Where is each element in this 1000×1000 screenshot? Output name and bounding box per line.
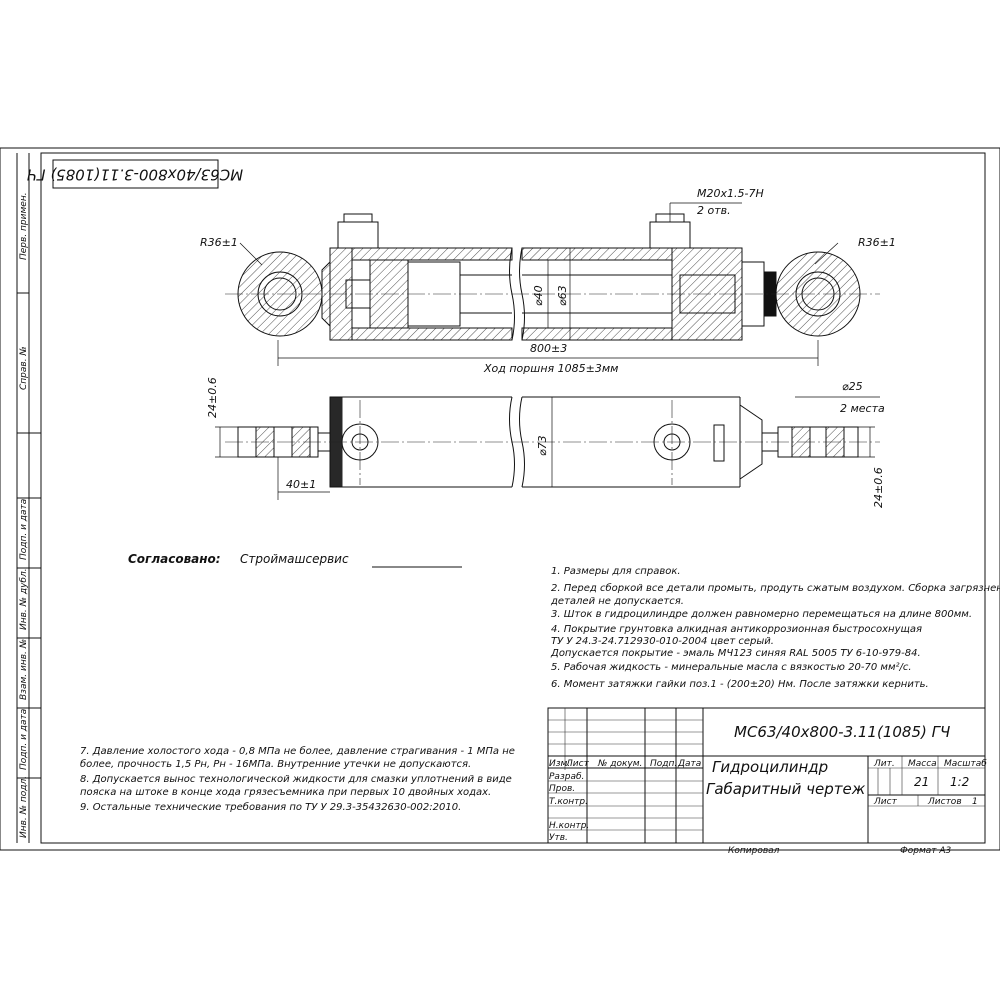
copied-label: Копировал [728, 846, 780, 856]
title-line-1: Гидроцилиндр [712, 758, 828, 776]
side-stamp-label: Подп. и дата [19, 709, 29, 770]
tb-col-header: Подп. [650, 759, 677, 769]
tb-meta-header: Лит. [873, 759, 895, 769]
title-block-code: МС63/40х800-3.11(1085) ГЧ [734, 723, 950, 741]
scale-value: 1:2 [950, 775, 969, 789]
agreement-label: Согласовано: [128, 552, 221, 566]
note-line: ТУ У 24.3-24.712930-010-2004 цвет серый. [551, 636, 774, 647]
dim-eye-width-left: 24±0.6 [206, 377, 219, 418]
note-line: Допускается покрытие - эмаль МЧ123 синяя… [550, 648, 921, 659]
note-line: 4. Покрытие грунтовка алкидная антикорро… [551, 623, 922, 635]
dim-pin-diameter: ⌀25 [842, 380, 863, 393]
agreement-company: Строймашсервис [240, 552, 349, 566]
side-stamp: Перв. примен. Справ. № Подп. и дата Инв.… [16, 153, 41, 843]
format-label: Формат А3 [900, 846, 952, 856]
note-line: деталей не допускается. [550, 596, 684, 607]
note-line: 7. Давление холостого хода - 0,8 МПа не … [80, 745, 515, 757]
tb-row-label: Н.контр. [549, 821, 589, 831]
tb-row-label: Разраб. [549, 772, 584, 782]
dim-length: 800±3 [530, 342, 567, 355]
section-dimensions: R36±1 R36±1 М20х1.5-7Н 2 отв. ⌀40 ⌀63 80… [200, 187, 896, 375]
side-stamp-label: Перв. примен. [19, 192, 29, 260]
dim-eye-width-right: 24±0.6 [872, 467, 885, 508]
sheet-total: 1 [972, 797, 978, 807]
note-line: пояска на штоке в конце хода грязесъемни… [80, 787, 491, 798]
side-stamp-label: Инв. № дубл. [19, 568, 29, 630]
side-stamp-label: Справ. № [19, 346, 29, 390]
dim-bore-diameter: ⌀63 [556, 285, 569, 306]
cylinder-exterior-view [225, 396, 880, 488]
tb-meta-header: Масса [908, 759, 937, 769]
title-block: МС63/40х800-3.11(1085) ГЧ Изм. Лист № до… [547, 707, 987, 844]
dim-port-thread: М20х1.5-7Н [697, 187, 764, 200]
note-line: 8. Допускается вынос технологической жид… [80, 774, 512, 785]
tb-col-header: № докум. [597, 759, 642, 769]
side-stamp-label: Подп. и дата [19, 499, 29, 560]
code-box-rotated [52, 159, 219, 189]
note-line: 1. Размеры для справок. [551, 566, 681, 577]
tb-col-header: Дата [677, 759, 701, 769]
dim-offset: 40±1 [286, 478, 316, 491]
dim-radius-left: R36±1 [200, 236, 238, 249]
note-line: 2. Перед сборкой все детали промыть, про… [551, 582, 1000, 594]
note-line: более, прочность 1,5 Рн, Рн - 16МПа. Вну… [80, 758, 471, 770]
dim-port-count: 2 отв. [697, 204, 731, 217]
outer-frame [0, 147, 1000, 851]
technical-notes-lower: 7. Давление холостого хода - 0,8 МПа не … [80, 745, 515, 813]
dim-stroke: Ход поршня 1085±3мм [483, 362, 618, 375]
tb-row-label: Т.контр. [549, 797, 588, 807]
dim-pin-places: 2 места [840, 402, 885, 415]
title-line-2: Габаритный чертеж [706, 780, 866, 798]
note-line: 3. Шток в гидроцилиндре должен равномерн… [551, 609, 972, 620]
dim-rod-diameter: ⌀40 [532, 285, 545, 306]
note-line: 6. Момент затяжки гайки поз.1 - (200±20)… [551, 679, 929, 690]
technical-notes: 1. Размеры для справок. 2. Перед сборкой… [550, 566, 1000, 690]
dim-radius-right: R36±1 [858, 236, 896, 249]
side-stamp-label: Инв. № подл. [19, 776, 29, 838]
tb-meta-header: Масштаб [944, 759, 987, 769]
note-line: 9. Остальные технические требования по Т… [80, 801, 461, 813]
tb-sheet-label: Лист [873, 797, 898, 807]
tb-row-label: Утв. [549, 833, 568, 843]
exterior-dimensions: 24±0.6 24±0.6 40±1 ⌀73 ⌀25 2 места [206, 377, 885, 508]
mass-value: 21 [914, 775, 929, 789]
note-line: 5. Рабочая жидкость - минеральные масла … [551, 661, 912, 673]
tb-sheets-label: Листов [927, 797, 962, 807]
tb-col-header: Лист [565, 759, 590, 769]
tb-col-header: Изм. [549, 759, 570, 769]
side-stamp-label: Взам. инв. № [19, 639, 29, 700]
cylinder-section-view [225, 213, 880, 341]
drawing-code-rotated: МС63/40х800-3.11(1085) ГЧ [27, 166, 243, 184]
dim-body-diameter: ⌀73 [536, 435, 549, 456]
tb-row-label: Пров. [549, 784, 575, 794]
